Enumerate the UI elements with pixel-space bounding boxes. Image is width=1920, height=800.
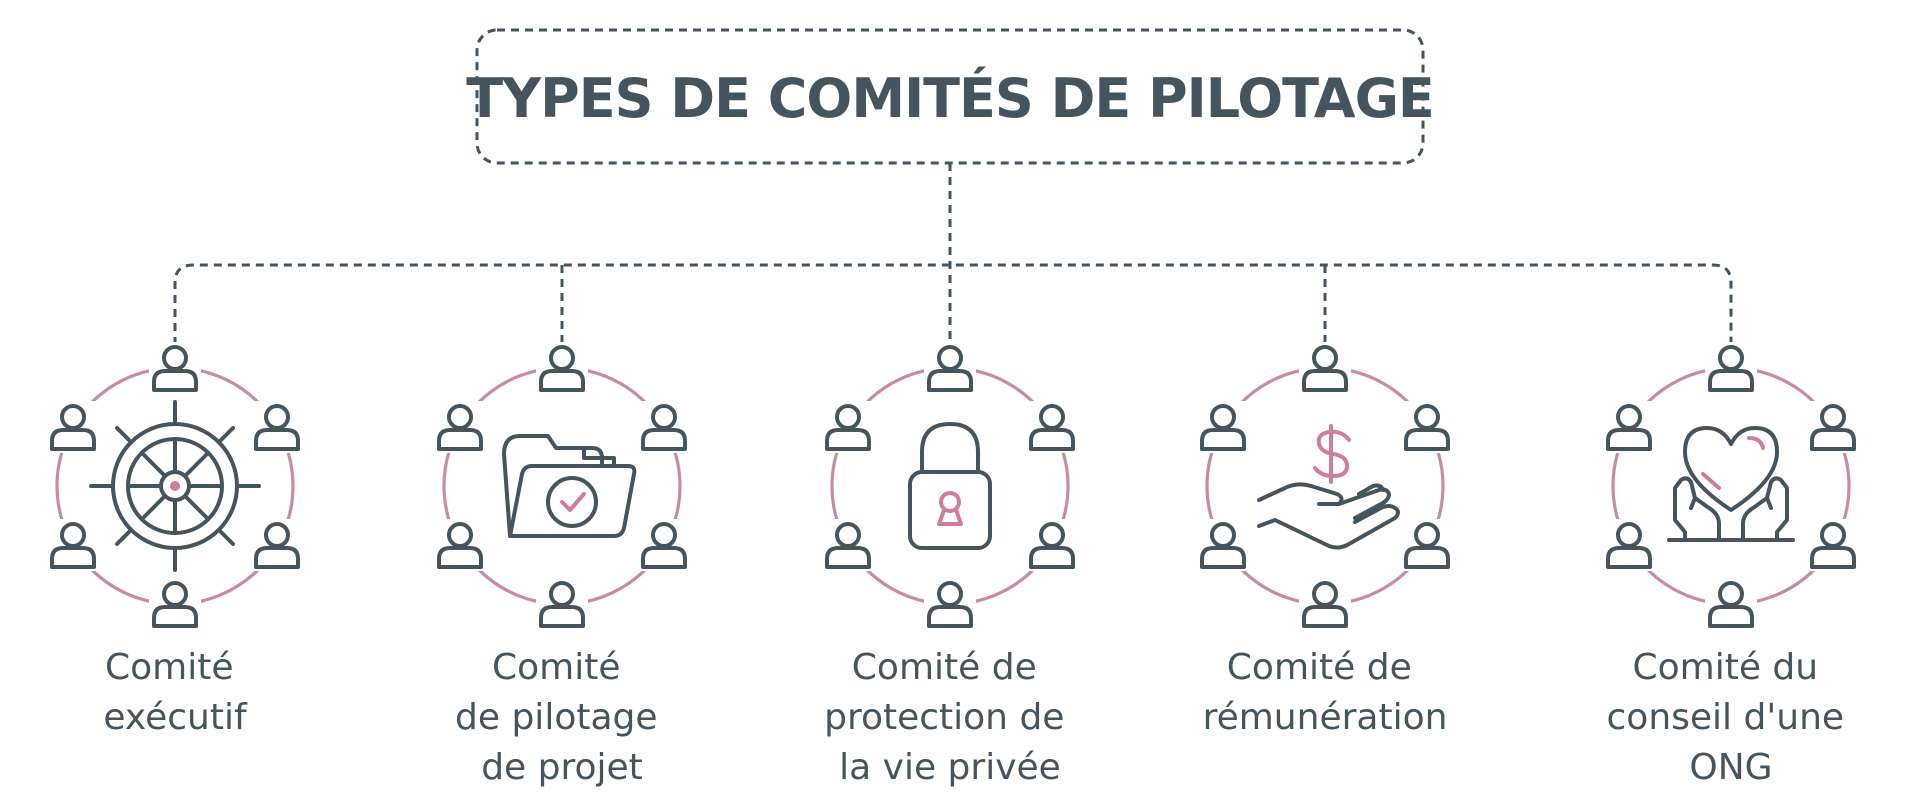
person-icon: [432, 517, 488, 573]
person-icon: [534, 340, 590, 396]
committee-label-privacy-protection: Comité de protection de la vie privée: [824, 647, 1076, 788]
diagram-title: TYPES DE COMITÉS DE PILOTAGE: [466, 67, 1434, 130]
person-icon: [922, 340, 978, 396]
committee-label-executive: Comité exécutif: [103, 647, 248, 738]
committee-label-ngo-board: Comité du conseil d'une ONG: [1607, 647, 1856, 788]
person-icon: [1805, 399, 1861, 455]
committee-privacy-protection: [820, 340, 1080, 632]
person-icon: [45, 399, 101, 455]
person-icon: [1601, 517, 1657, 573]
person-icon: [820, 517, 876, 573]
committee-executive: [45, 340, 305, 632]
person-icon: [1297, 576, 1353, 632]
person-icon: [147, 340, 203, 396]
person-icon: [1195, 399, 1251, 455]
person-icon: [432, 399, 488, 455]
person-icon: [1399, 399, 1455, 455]
person-icon: [820, 399, 876, 455]
folder-check-icon: [502, 434, 637, 538]
person-icon: [636, 399, 692, 455]
person-icon: [45, 517, 101, 573]
person-icon: [1703, 576, 1759, 632]
committee-project-steering: [432, 340, 692, 632]
committee-label-remuneration: Comité de rémunération: [1203, 647, 1448, 738]
person-icon: [1297, 340, 1353, 396]
person-icon: [1703, 340, 1759, 396]
person-icon: [636, 517, 692, 573]
person-icon: [1399, 517, 1455, 573]
person-icon: [249, 517, 305, 573]
person-icon: [1195, 517, 1251, 573]
person-icon: [1601, 399, 1657, 455]
person-icon: [1024, 517, 1080, 573]
person-icon: [147, 576, 203, 632]
committee-label-project-steering: Comité de pilotage de projet: [455, 647, 669, 788]
ship-wheel-icon: [89, 400, 261, 572]
committee-remuneration: [1195, 340, 1455, 632]
hands-heart-icon: [1667, 426, 1795, 542]
person-icon: [922, 576, 978, 632]
connector-lines: [173, 163, 1733, 345]
padlock-icon: [908, 422, 992, 550]
hand-dollar-icon: [1257, 424, 1400, 550]
person-icon: [1805, 517, 1861, 573]
person-icon: [249, 399, 305, 455]
person-icon: [534, 576, 590, 632]
person-icon: [1024, 399, 1080, 455]
committee-ngo-board: [1601, 340, 1861, 632]
